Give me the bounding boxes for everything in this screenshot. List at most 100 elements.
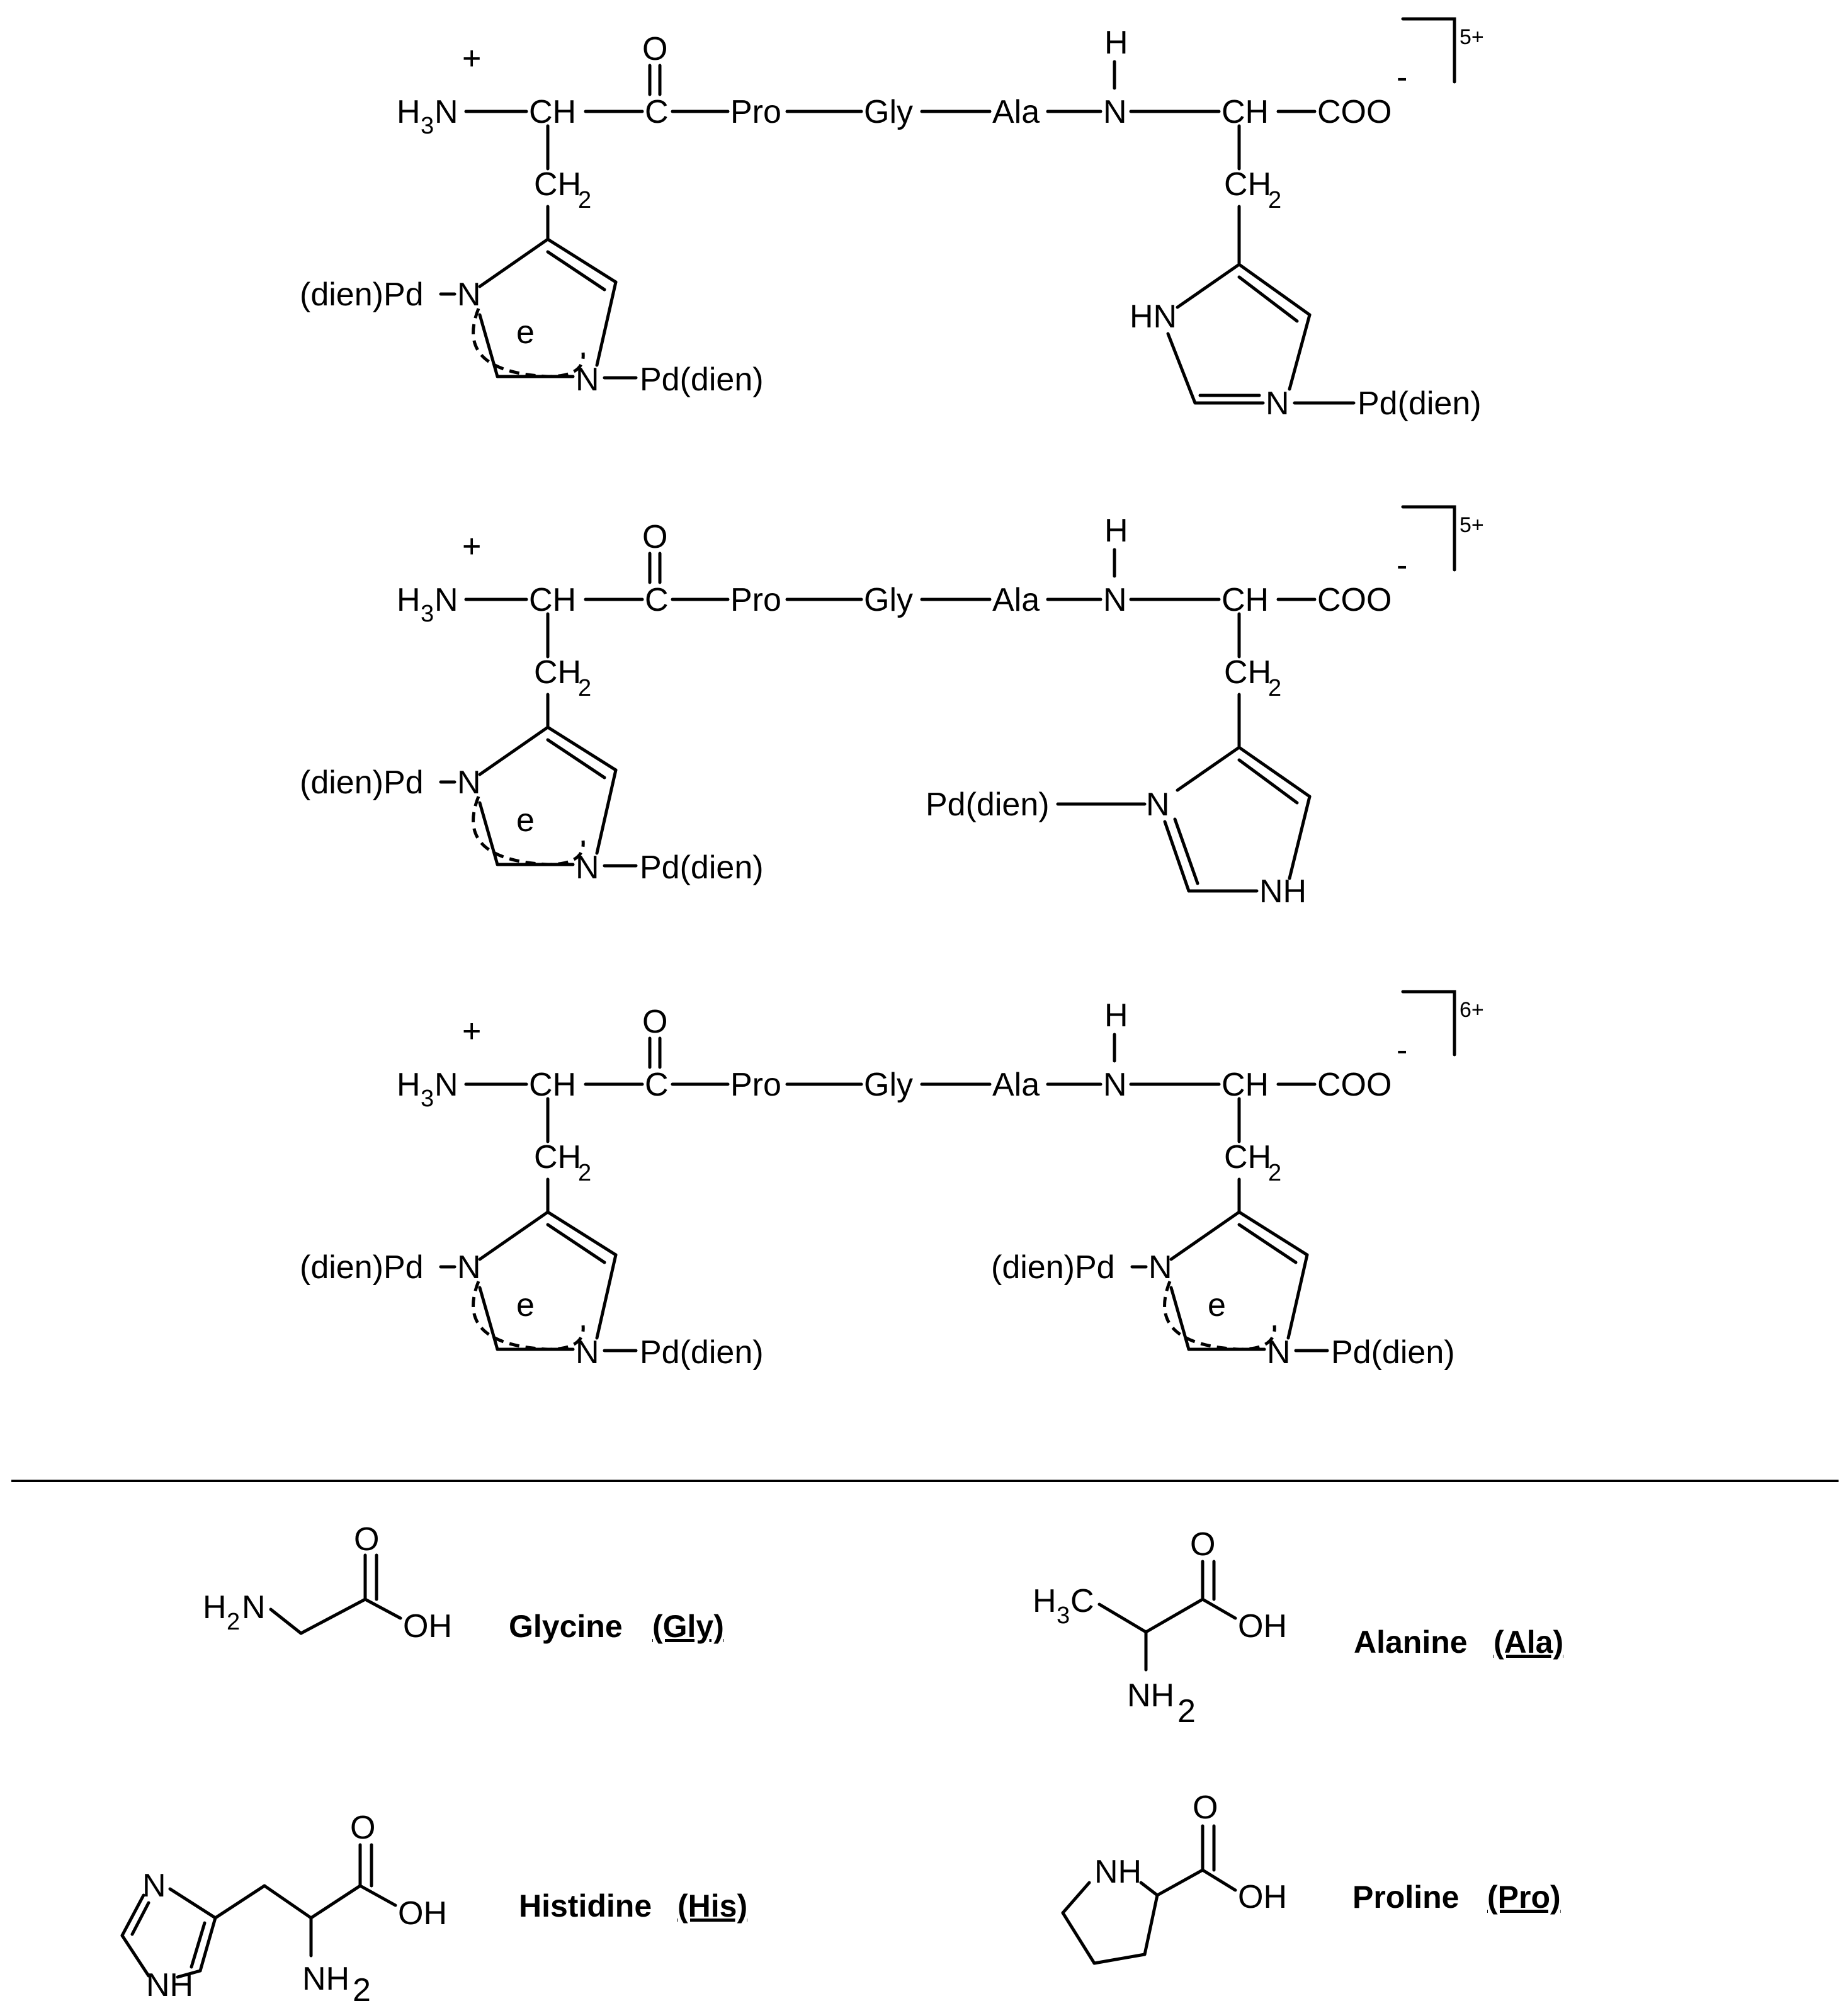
residue-pro: Pro	[730, 94, 781, 130]
svg-text:C: C	[645, 1067, 669, 1103]
his-ring-left-bridged: CH 2 e (dien)Pd N N Pd(dien)	[300, 612, 764, 886]
svg-text:O: O	[1193, 1789, 1218, 1826]
svg-text:O: O	[354, 1521, 379, 1558]
ammonium-3: 3	[421, 113, 434, 139]
amino-acid-abbr: (Pro)	[1487, 1879, 1561, 1915]
ammonium-plus: +	[462, 40, 481, 77]
svg-text:C: C	[1070, 1583, 1094, 1619]
svg-text:H: H	[397, 1067, 421, 1103]
svg-text:O: O	[350, 1810, 375, 1846]
amino-acid-name: Proline	[1352, 1879, 1459, 1915]
svg-text:COO: COO	[1317, 582, 1392, 618]
svg-text:N: N	[1267, 1334, 1291, 1371]
svg-text:CH: CH	[534, 1139, 581, 1176]
svg-text:Gly: Gly	[864, 1067, 913, 1103]
pd-dien: Pd(dien)	[926, 786, 1050, 823]
svg-text:H: H	[1104, 513, 1128, 549]
svg-text:N: N	[457, 764, 481, 801]
svg-text:CH: CH	[534, 654, 581, 691]
svg-text:H: H	[203, 1589, 227, 1626]
amino-acid-name: Histidine	[519, 1888, 652, 1924]
svg-text:NH: NH	[146, 1967, 193, 2001]
carbonyl-o: O	[642, 31, 667, 67]
pd-dien-n1: (dien)Pd	[300, 276, 424, 313]
svg-text:2: 2	[353, 1972, 371, 2001]
svg-text:2: 2	[1268, 675, 1281, 701]
svg-text:CH: CH	[1224, 1139, 1271, 1176]
complex-structure-3: + H 3 N CH C O Pro Gly Ala N H CH COO -	[300, 990, 1484, 1371]
svg-text:e: e	[516, 802, 535, 839]
svg-text:N: N	[1148, 1249, 1172, 1286]
carboxylate-minus: -	[1397, 59, 1407, 96]
svg-text:CH: CH	[529, 1067, 576, 1103]
svg-text:N: N	[575, 1334, 599, 1371]
svg-text:3: 3	[421, 1086, 434, 1112]
svg-text:NH: NH	[302, 1961, 349, 1997]
ring-nh: NH	[1259, 873, 1307, 910]
complex-structure-1: + H 3 N CH C O Pro Gly Ala N H CH COO -	[300, 17, 1484, 422]
ring-n: N	[1266, 385, 1290, 422]
alpha-ch-right: CH	[1222, 94, 1269, 130]
svg-text:+: +	[462, 1013, 481, 1050]
svg-text:N: N	[575, 849, 599, 886]
his-ring-right-bridged: CH 2 e (dien)Pd N N Pd(dien)	[991, 1097, 1455, 1371]
svg-text:CH: CH	[1222, 582, 1269, 618]
svg-text:OH: OH	[1238, 1879, 1287, 1915]
amide-n: N	[1103, 94, 1127, 130]
amide-h: H	[1104, 25, 1128, 61]
residue-ala: Ala	[992, 94, 1040, 130]
svg-text:Pd(dien): Pd(dien)	[640, 1334, 764, 1371]
amino-acid-abbr: (His)	[677, 1888, 747, 1924]
svg-text:OH: OH	[398, 1895, 447, 1932]
svg-text:2: 2	[227, 1609, 240, 1635]
svg-text:N: N	[1103, 582, 1127, 618]
amino-acid-proline: NH O OH Proline (Pro)	[1061, 1789, 1561, 1965]
svg-text:Pro: Pro	[730, 1067, 781, 1103]
svg-text:COO: COO	[1317, 1067, 1392, 1103]
his-ring-right-nh: CH 2 HN N Pd(dien)	[1130, 124, 1482, 422]
svg-text:Gly: Gly	[864, 582, 913, 618]
svg-text:+: +	[462, 528, 481, 565]
svg-text:N: N	[1103, 1067, 1127, 1103]
svg-text:Ala: Ala	[992, 582, 1040, 618]
delocalized-electrons	[472, 308, 585, 378]
overall-charge: 5+	[1460, 25, 1484, 49]
svg-text:CH: CH	[1224, 654, 1271, 691]
charge-bracket	[1401, 17, 1456, 84]
ammonium-h: H	[397, 94, 421, 130]
ring-n3: N	[575, 361, 599, 398]
carboxylate: COO	[1317, 94, 1392, 130]
ammonium-n: N	[434, 94, 458, 130]
amino-acid-alanine: H 3 C O OH NH 2 Alanine (Ala)	[1033, 1526, 1563, 1730]
svg-text:2: 2	[578, 187, 591, 213]
complex-structure-2: + H 3 N CH C O Pro Gly Ala N H CH COO -	[300, 505, 1484, 910]
ring-n: N	[1146, 786, 1170, 823]
peptide-backbone: + H 3 N CH C O Pro Gly Ala N H CH COO -	[397, 505, 1484, 627]
svg-text:O: O	[642, 1004, 667, 1040]
svg-text:N: N	[142, 1868, 166, 1904]
svg-text:N: N	[242, 1589, 266, 1626]
svg-text:Pd(dien): Pd(dien)	[1331, 1334, 1455, 1371]
amino-acid-histidine: N NH O OH NH 2 Histidine (His)	[120, 1810, 747, 2001]
svg-text:Pd(dien): Pd(dien)	[640, 849, 764, 886]
his-ring-left-bridged: CH 2 e (dien)Pd N N Pd(dien)	[300, 124, 764, 398]
svg-text:(dien)Pd: (dien)Pd	[991, 1249, 1115, 1286]
residue-gly: Gly	[864, 94, 913, 130]
svg-text:Pro: Pro	[730, 582, 781, 618]
svg-text:2: 2	[1177, 1693, 1196, 1730]
svg-text:3: 3	[421, 601, 434, 627]
alpha-ch-left: CH	[529, 94, 576, 130]
ring-nh: HN	[1130, 298, 1177, 335]
svg-text:O: O	[1190, 1526, 1215, 1563]
svg-text:3: 3	[1057, 1602, 1070, 1629]
peptide-backbone: + H 3 N CH C O Pro Gly Ala N H CH COO -	[397, 17, 1484, 139]
svg-text:2: 2	[1268, 1160, 1281, 1186]
his-ring-left-bridged: CH 2 e (dien)Pd N N Pd(dien)	[300, 1097, 764, 1371]
svg-text:e: e	[1208, 1287, 1226, 1324]
svg-text:H: H	[1104, 997, 1128, 1034]
overall-charge: 5+	[1460, 513, 1484, 537]
svg-text:N: N	[457, 1249, 481, 1286]
svg-text:CH: CH	[1222, 1067, 1269, 1103]
